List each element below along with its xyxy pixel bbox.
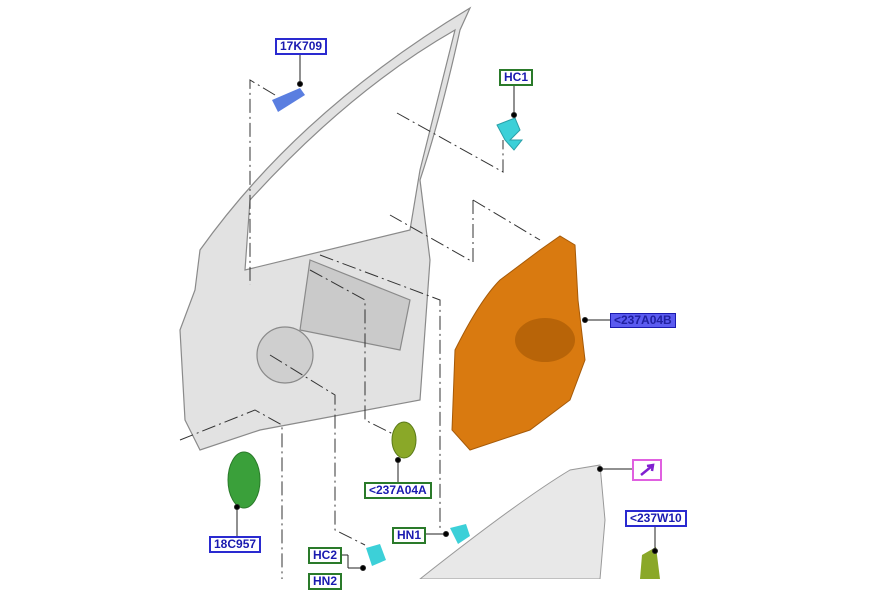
- trim-panel: [419, 464, 606, 579]
- callout-hc2[interactable]: HC2: [308, 547, 343, 564]
- callout-18C957[interactable]: 18C957: [209, 536, 262, 553]
- seal-18C957: [227, 451, 261, 509]
- callout-237A04A[interactable]: <237A04A: [364, 482, 432, 499]
- plug-237A04A: [391, 421, 417, 459]
- arrow-link-icon: [640, 463, 655, 476]
- clip-hc1: [496, 117, 524, 151]
- callout-237W10[interactable]: <237W10: [625, 510, 687, 527]
- clip-hc2: [366, 544, 386, 566]
- navigate-link-button[interactable]: [632, 459, 662, 481]
- clip-hn1: [450, 524, 470, 544]
- callout-hn2[interactable]: HN2: [308, 573, 343, 590]
- callout-237A04B[interactable]: <237A04B: [610, 313, 676, 328]
- plug-237W10: [640, 547, 660, 579]
- door-inner-panel: [179, 6, 472, 451]
- callout-hc1[interactable]: HC1: [499, 69, 534, 86]
- callout-17K709[interactable]: 17K709: [275, 38, 328, 55]
- callout-hn1[interactable]: HN1: [392, 527, 427, 544]
- assembly-lines: [179, 79, 541, 579]
- bracket-17K709: [272, 88, 305, 112]
